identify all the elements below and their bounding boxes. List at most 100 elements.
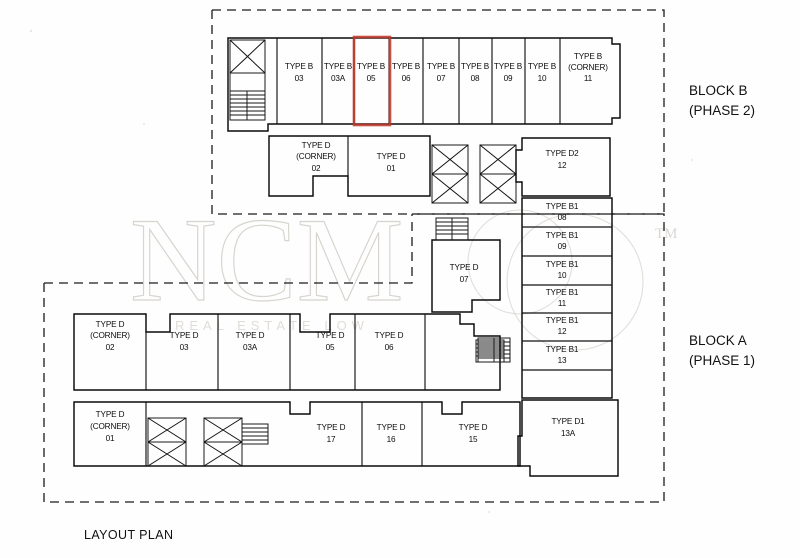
unit-label-type: TYPE D — [316, 331, 345, 340]
unit-label-no: 10 — [538, 74, 547, 83]
unit-label-no: 09 — [558, 242, 567, 251]
block-a-b1-stack — [521, 197, 613, 399]
unit-label-type: TYPE B — [324, 62, 353, 71]
central-lift-cores — [431, 144, 517, 204]
unit-label-no: 03 — [295, 74, 304, 83]
block-a-bottom-slab — [73, 401, 521, 467]
unit-label-sub: (CORNER) — [296, 152, 336, 161]
unit-label-type: TYPE B — [494, 62, 523, 71]
unit-label-type: TYPE D — [377, 423, 406, 432]
unit-label-type: TYPE B — [357, 62, 386, 71]
block-b-label: BLOCK B (PHASE 2) — [689, 83, 755, 118]
lift-core — [431, 173, 469, 204]
block-a-bottom-row: TYPE D (CORNER) 01 TYPE D 17 TYPE D 16 T… — [73, 401, 521, 467]
unit-label-type: TYPE B — [461, 62, 490, 71]
block-a-name: BLOCK A — [689, 333, 747, 348]
unit-label-no: 02 — [312, 164, 321, 173]
unit-type-d-07 — [431, 239, 501, 313]
unit-label-type: TYPE B1 — [546, 231, 579, 240]
block-a-top-row: TYPE D (CORNER) 02 TYPE D 03 TYPE D 03A … — [73, 313, 505, 391]
unit-label-no: 08 — [558, 213, 567, 222]
unit-label-no: 12 — [558, 327, 567, 336]
unit-label-type: TYPE B — [392, 62, 421, 71]
block-a-top-slab — [73, 313, 501, 391]
unit-label-no: 07 — [460, 275, 469, 284]
block-a-right-column: TYPE D2 12 TYPE B1 08 TYPE B1 09 TYPE B1… — [515, 137, 619, 477]
watermark: NCM TM REAL ESTATE LOW — [129, 192, 678, 351]
unit-label-no: 05 — [367, 74, 376, 83]
staircase — [241, 423, 269, 445]
unit-label-sub: (CORNER) — [90, 422, 130, 431]
lift-core — [479, 173, 517, 204]
unit-label-type: TYPE B1 — [546, 260, 579, 269]
unit-label-type: TYPE D — [302, 141, 331, 150]
unit-label-no: 12 — [558, 161, 567, 170]
unit-label-sub: (CORNER) — [90, 331, 130, 340]
unit-label-type: TYPE B — [574, 52, 603, 61]
block-a-label: BLOCK A (PHASE 1) — [689, 333, 755, 368]
lift-core-cross — [229, 39, 266, 74]
unit-label-type: TYPE B1 — [546, 202, 579, 211]
unit-label-type: TYPE B — [285, 62, 314, 71]
unit-label-no: 09 — [504, 74, 513, 83]
unit-label-no: 16 — [387, 435, 396, 444]
unit-label-type: TYPE D — [236, 331, 265, 340]
unit-label-type: TYPE D — [96, 320, 125, 329]
staircase — [475, 339, 505, 363]
unit-label-no: 03A — [331, 74, 346, 83]
block-b-name: BLOCK B — [689, 83, 748, 98]
block-a-boundary-top — [44, 214, 413, 284]
unit-label-no: 03A — [243, 343, 258, 352]
staircase — [229, 90, 266, 121]
unit-label-type: TYPE D — [317, 423, 346, 432]
lift-core — [203, 441, 243, 467]
unit-label-no: 17 — [327, 435, 336, 444]
block-b-phase: (PHASE 2) — [689, 103, 755, 118]
staircase-lower-mid — [477, 337, 511, 363]
block-b-lower-row: TYPE D (CORNER) 02 TYPE D 01 — [268, 135, 431, 197]
unit-label-type: TYPE B1 — [546, 316, 579, 325]
unit-label-type: TYPE B1 — [546, 288, 579, 297]
watermark-tm: TM — [655, 226, 678, 242]
unit-label-no: 02 — [106, 343, 115, 352]
unit-label-no: 08 — [471, 74, 480, 83]
unit-label-no: 01 — [387, 164, 396, 173]
block-a-phase: (PHASE 1) — [689, 353, 755, 368]
scan-artifacts — [29, 29, 693, 513]
block-b-boundary-left — [211, 10, 412, 215]
unit-label-no: 03 — [180, 343, 189, 352]
unit-label-type: TYPE D — [377, 152, 406, 161]
unit-label-no: 06 — [402, 74, 411, 83]
unit-label-no: 07 — [437, 74, 446, 83]
unit-label-type: TYPE D — [170, 331, 199, 340]
unit-label-type: TYPE B — [528, 62, 557, 71]
watermark-sub: REAL ESTATE LOW — [175, 318, 369, 333]
unit-label-type: TYPE D1 — [551, 417, 585, 426]
unit-label-no: 01 — [106, 434, 115, 443]
unit-label-type: TYPE D — [459, 423, 488, 432]
lift-core — [147, 441, 187, 467]
unit-label-no: 15 — [469, 435, 478, 444]
unit-label-no: 11 — [584, 74, 593, 83]
unit-label-type: TYPE B — [427, 62, 456, 71]
unit-label-no: 13A — [561, 429, 576, 438]
watermark-main: NCM — [130, 193, 403, 326]
unit-label-type: TYPE D — [96, 410, 125, 419]
unit-label-type: TYPE B1 — [546, 345, 579, 354]
unit-label-no: 05 — [326, 343, 335, 352]
layout-plan-caption: LAYOUT PLAN — [84, 528, 173, 542]
unit-label-type: TYPE D2 — [545, 149, 579, 158]
unit-label-type: TYPE D — [375, 331, 404, 340]
unit-type-d2-12 — [515, 137, 611, 197]
unit-label-no: 10 — [558, 271, 567, 280]
unit-label-sub: (CORNER) — [568, 63, 608, 72]
unit-label-no: 11 — [558, 299, 567, 308]
unit-label-no: 13 — [558, 356, 567, 365]
staircase — [435, 217, 469, 241]
watermark-circle-inner — [467, 209, 573, 315]
highlighted-unit-05[interactable] — [352, 35, 392, 127]
unit-label-no: 06 — [385, 343, 394, 352]
